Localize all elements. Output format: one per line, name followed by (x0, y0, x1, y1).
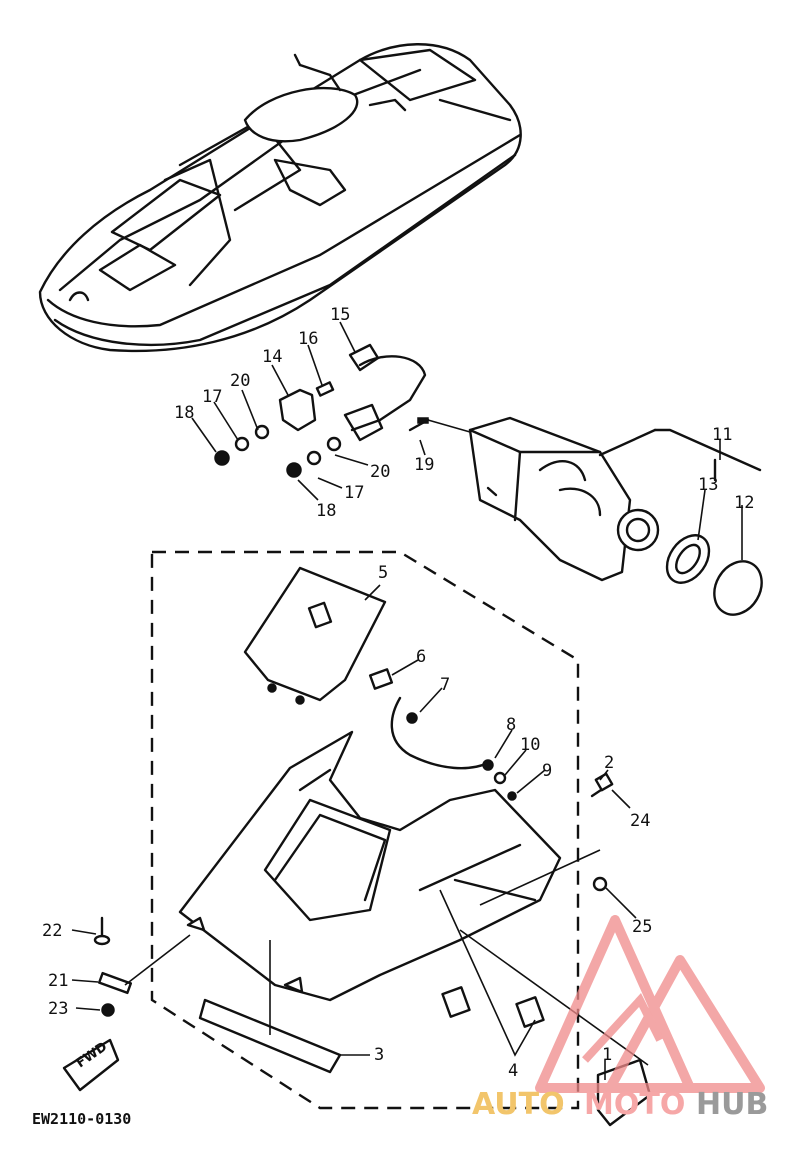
callout-1: 1 (602, 1045, 612, 1065)
callout-6: 6 (416, 647, 426, 667)
callout-25: 25 (632, 917, 652, 937)
callout-16: 16 (298, 329, 318, 349)
meter-cover-part-5 (243, 566, 387, 705)
callout-10: 10 (520, 735, 540, 755)
callout-17a: 17 (202, 387, 222, 407)
decal-part-4b (515, 996, 545, 1028)
drawing-code: EW2110-0130 (32, 1110, 131, 1128)
switch-part-6 (368, 668, 394, 690)
callout-20a: 20 (230, 371, 250, 391)
callout-24: 24 (630, 811, 650, 831)
watermark-part-a: AUTO (472, 1087, 565, 1122)
callout-3: 3 (374, 1045, 384, 1065)
bolt-part-7 (406, 712, 418, 724)
watercraft-illustration (38, 43, 522, 353)
callout-12: 12 (734, 493, 754, 513)
grommet-part-25 (592, 876, 608, 892)
callout-9: 9 (542, 761, 552, 781)
callout-5: 5 (378, 563, 388, 583)
callout-7: 7 (440, 675, 450, 695)
callout-20b: 20 (370, 462, 390, 482)
callout-4: 4 (508, 1061, 518, 1081)
watermark-logo (535, 915, 765, 1093)
fastener-parts-21-23 (93, 916, 191, 1017)
callout-18a: 18 (174, 403, 194, 423)
wire-harness (390, 696, 492, 770)
callout-21: 21 (48, 971, 68, 991)
callout-15: 15 (330, 305, 350, 325)
watermark-part-b: MOTO (584, 1087, 685, 1122)
callout-23: 23 (48, 999, 68, 1019)
deck-panel-part-2 (178, 730, 562, 1002)
callout-14: 14 (262, 347, 282, 367)
gasket-part-13 (665, 534, 711, 584)
callout-18b: 18 (316, 501, 336, 521)
callout-labels: 15 16 14 20 17 18 20 17 18 19 11 13 12 5… (42, 305, 754, 1081)
cap-part-12 (713, 560, 763, 616)
decal-part-4a (441, 986, 471, 1018)
watermark-part-c: HUB (696, 1087, 768, 1122)
callout-11: 11 (712, 425, 732, 445)
pad-part-3 (198, 998, 342, 1074)
forward-direction-arrow: FWD (62, 1038, 120, 1092)
callout-2: 2 (604, 753, 614, 773)
callout-19: 19 (414, 455, 434, 475)
callout-leaders (71, 321, 743, 1080)
battery-box-assembly (468, 416, 762, 582)
callout-22: 22 (42, 921, 62, 941)
callout-17b: 17 (344, 483, 364, 503)
hardware-cluster (214, 343, 471, 478)
assembly-boundary (150, 550, 580, 1110)
callout-13: 13 (698, 475, 718, 495)
callout-8: 8 (506, 715, 516, 735)
watermark-text: AUTO MOTO HUB (472, 1087, 768, 1122)
